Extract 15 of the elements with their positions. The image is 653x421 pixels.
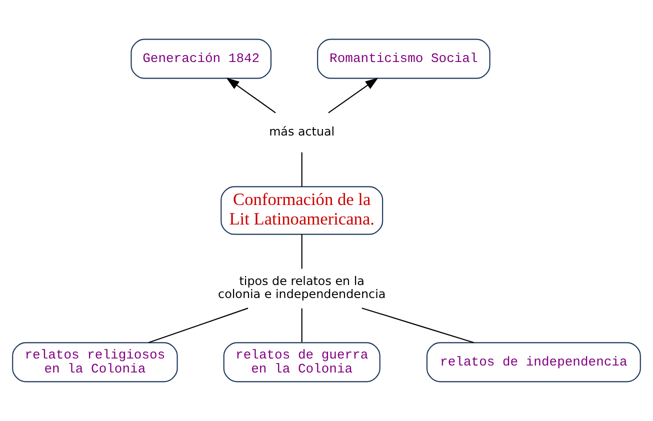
node-box: relatos de guerra en la Colonia [223, 342, 380, 382]
node-box: Generación 1842 [130, 38, 272, 79]
node-box: Conformación de la Lit Latinoamericana. [220, 186, 384, 235]
node-box: Romanticismo Social [317, 38, 490, 79]
arrow [226, 78, 276, 114]
connector [301, 152, 302, 187]
node-box: relatos de independencia [426, 342, 641, 382]
connector [301, 308, 302, 342]
arrow [328, 78, 378, 114]
node-text: tipos de relatos en la colonia e independendencia [218, 274, 386, 302]
node-text: más actual [269, 124, 335, 139]
node-box: relatos religiosos en la Colonia [12, 342, 178, 382]
connector [362, 308, 474, 344]
connector [301, 234, 302, 269]
connector [148, 308, 248, 344]
